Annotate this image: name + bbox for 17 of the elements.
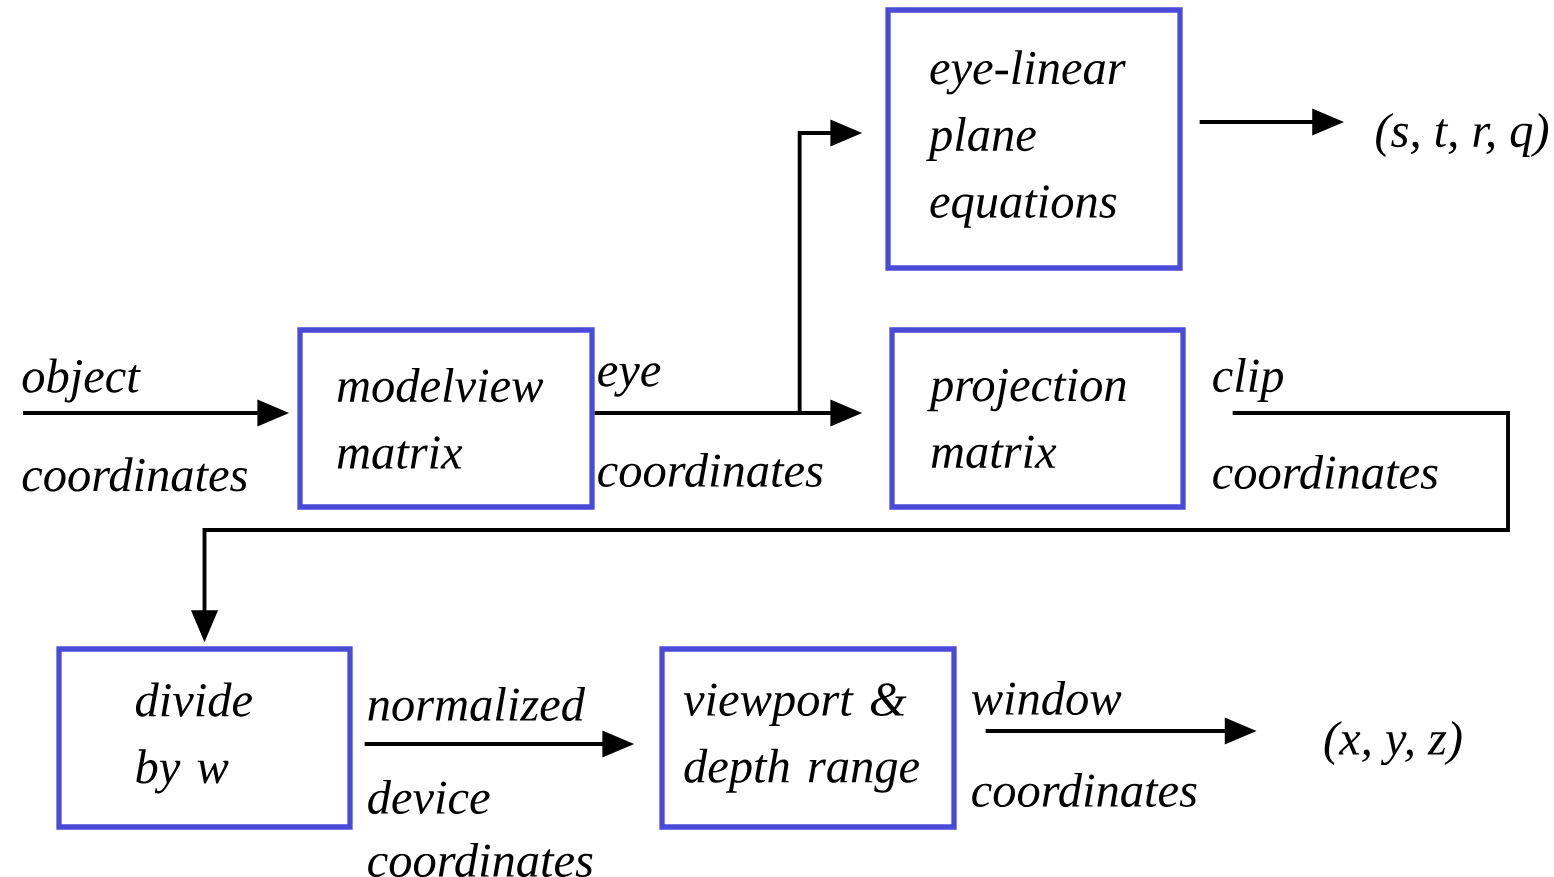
arrow-label: coordinates (1213, 454, 1438, 490)
coordinate-text: (s, t, r, q) (1376, 113, 1549, 157)
arrow-label: coordinates (972, 772, 1197, 808)
arrow-label: eye (598, 363, 661, 397)
arrow-label: coordinates (368, 842, 593, 877)
arrow-label: window (971, 680, 1122, 716)
coordinate-text: object coordinates (22, 358, 247, 492)
arrow-label: normalized (368, 686, 586, 722)
coordinate-text: (x, y, z) (1324, 720, 1462, 766)
process-box: viewport & depth range (659, 646, 957, 830)
process-box: projection matrix (889, 327, 1186, 510)
process-box: modelview matrix (297, 327, 595, 510)
process-box: divide by w (56, 646, 353, 830)
arrow-label: clip (1213, 358, 1283, 402)
arrow-label: coordinates (598, 452, 823, 488)
arrow-label: device (368, 779, 490, 815)
process-box: eye-linear plane equations (885, 7, 1183, 271)
